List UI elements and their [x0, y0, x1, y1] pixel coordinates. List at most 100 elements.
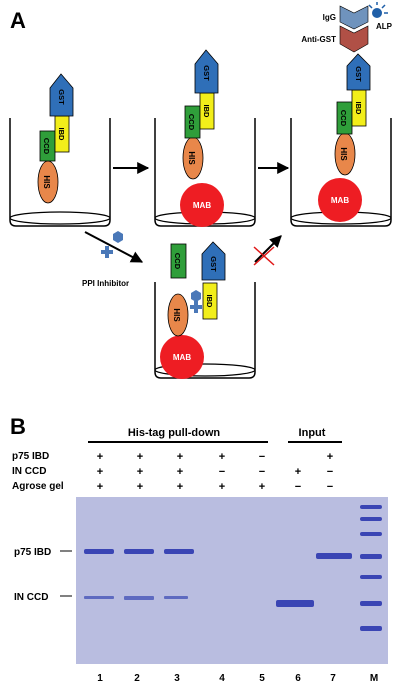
inhibitor-cross-icon — [190, 301, 202, 313]
his-label: HIS — [187, 151, 196, 165]
igg-antibody — [339, 5, 369, 30]
sign-cell: + — [177, 466, 183, 478]
tube-outline — [9, 118, 111, 227]
sign-cell: + — [219, 451, 225, 463]
sign-cell: + — [97, 466, 103, 478]
arrow-blocked — [254, 235, 282, 263]
gst-label: GST — [354, 66, 363, 82]
ibd-label: IBD — [57, 128, 66, 142]
detection-antibodies: IgG Anti-GST ALP — [301, 2, 393, 53]
tube-1: HIS CCD IBD GST — [9, 73, 111, 227]
inhibitor-branch: PPI Inhibitor — [82, 231, 282, 288]
sign-cell: − — [259, 451, 265, 463]
sign-cell: + — [137, 451, 143, 463]
mab-bead — [318, 178, 362, 222]
panel-a-letter: A — [10, 8, 26, 33]
alp-label: ALP — [376, 22, 393, 31]
tube-bottom — [9, 211, 111, 225]
sign-cell: − — [327, 481, 333, 493]
marker-band — [360, 517, 382, 521]
sign-cell: + — [137, 481, 143, 493]
marker-band — [360, 575, 382, 579]
sign-cell: − — [295, 481, 301, 493]
band-label-p75-ibd: p75 IBD — [14, 547, 51, 558]
lane-number: 4 — [219, 673, 225, 684]
anti-gst-antibody — [339, 25, 369, 53]
header-input: Input — [299, 427, 326, 439]
his-label: HIS — [339, 147, 348, 161]
band-p75-lane-3 — [164, 549, 194, 554]
marker-band — [360, 532, 382, 536]
band-p75-lane-2 — [124, 549, 154, 554]
anti-gst-label: Anti-GST — [301, 35, 336, 44]
marker-band — [360, 601, 382, 606]
band-p75-lane-1 — [84, 549, 114, 554]
gst-label: GST — [57, 89, 66, 105]
gst-label: GST — [202, 65, 211, 81]
lane-number: 1 — [97, 673, 103, 684]
sign-cell: + — [295, 466, 301, 478]
ppi-inhibitor-label: PPI Inhibitor — [82, 279, 129, 288]
ccd-label: CCD — [42, 138, 51, 155]
band-ccd-lane-6 — [276, 600, 314, 607]
mab-label: MAB — [193, 201, 211, 210]
lane-number: 7 — [330, 673, 336, 684]
sign-cell: + — [137, 466, 143, 478]
lane-number: 6 — [295, 673, 301, 684]
sign-cell: + — [177, 481, 183, 493]
lane-number: 5 — [259, 673, 265, 684]
sign-cell: + — [177, 451, 183, 463]
gst-tag — [49, 73, 74, 117]
his-label: HIS — [42, 175, 51, 189]
ccd-label: CCD — [173, 253, 182, 270]
sign-cell: + — [259, 481, 265, 493]
lane-number: M — [370, 673, 378, 684]
marker-ladder — [360, 505, 382, 631]
tube-4: MAB HIS CCD GST IBD — [154, 241, 256, 379]
marker-band — [360, 626, 382, 631]
ccd-label: CCD — [339, 110, 348, 127]
tube-bottom — [154, 363, 256, 377]
his-tag — [167, 293, 189, 337]
mab-label: MAB — [173, 353, 191, 362]
gel-image — [76, 497, 388, 664]
band-ccd-lane-3 — [164, 596, 188, 599]
lane-number: 2 — [134, 673, 140, 684]
mab-label: MAB — [331, 196, 349, 205]
sign-cell: + — [219, 481, 225, 493]
band-p75-lane-7 — [316, 553, 352, 559]
sign-cell: − — [327, 466, 333, 478]
tube-outline — [154, 282, 256, 379]
mab-bead — [160, 335, 204, 379]
alp-enzyme — [372, 8, 382, 18]
ibd-domain — [202, 282, 218, 320]
his-label: HIS — [172, 308, 181, 322]
ibd-label: IBD — [354, 102, 363, 116]
header-pulldown: His-tag pull-down — [128, 427, 221, 439]
ccd-domain — [170, 243, 187, 279]
row-label-agrose-gel: Agrose gel — [12, 481, 64, 492]
tube-3: MAB HIS CCD IBD GST — [290, 53, 392, 227]
row-label-in-ccd: IN CCD — [12, 466, 46, 477]
sign-cell: + — [97, 481, 103, 493]
band-ccd-lane-1 — [84, 596, 114, 599]
gst-tag — [194, 49, 219, 94]
arrow-inhibitor — [84, 231, 144, 263]
lane-number: 3 — [174, 673, 180, 684]
ibd-label: IBD — [205, 295, 214, 309]
tube-2: MAB HIS CCD IBD GST — [154, 49, 256, 227]
marker-band — [360, 505, 382, 509]
ccd-label: CCD — [187, 114, 196, 131]
inhibitor-cross-icon — [101, 246, 113, 258]
alp-rays — [368, 2, 388, 14]
ibd-label: IBD — [202, 105, 211, 119]
inhibitor-hexagon-icon — [113, 231, 123, 243]
inhibitor-hexagon-icon — [191, 290, 201, 302]
band-label-in-ccd: IN CCD — [14, 592, 48, 603]
tube-outline — [290, 118, 392, 227]
gst-tag — [346, 53, 371, 91]
mab-bead — [180, 183, 224, 227]
marker-band — [360, 554, 382, 559]
row-label-p75-ibd: p75 IBD — [12, 451, 49, 462]
